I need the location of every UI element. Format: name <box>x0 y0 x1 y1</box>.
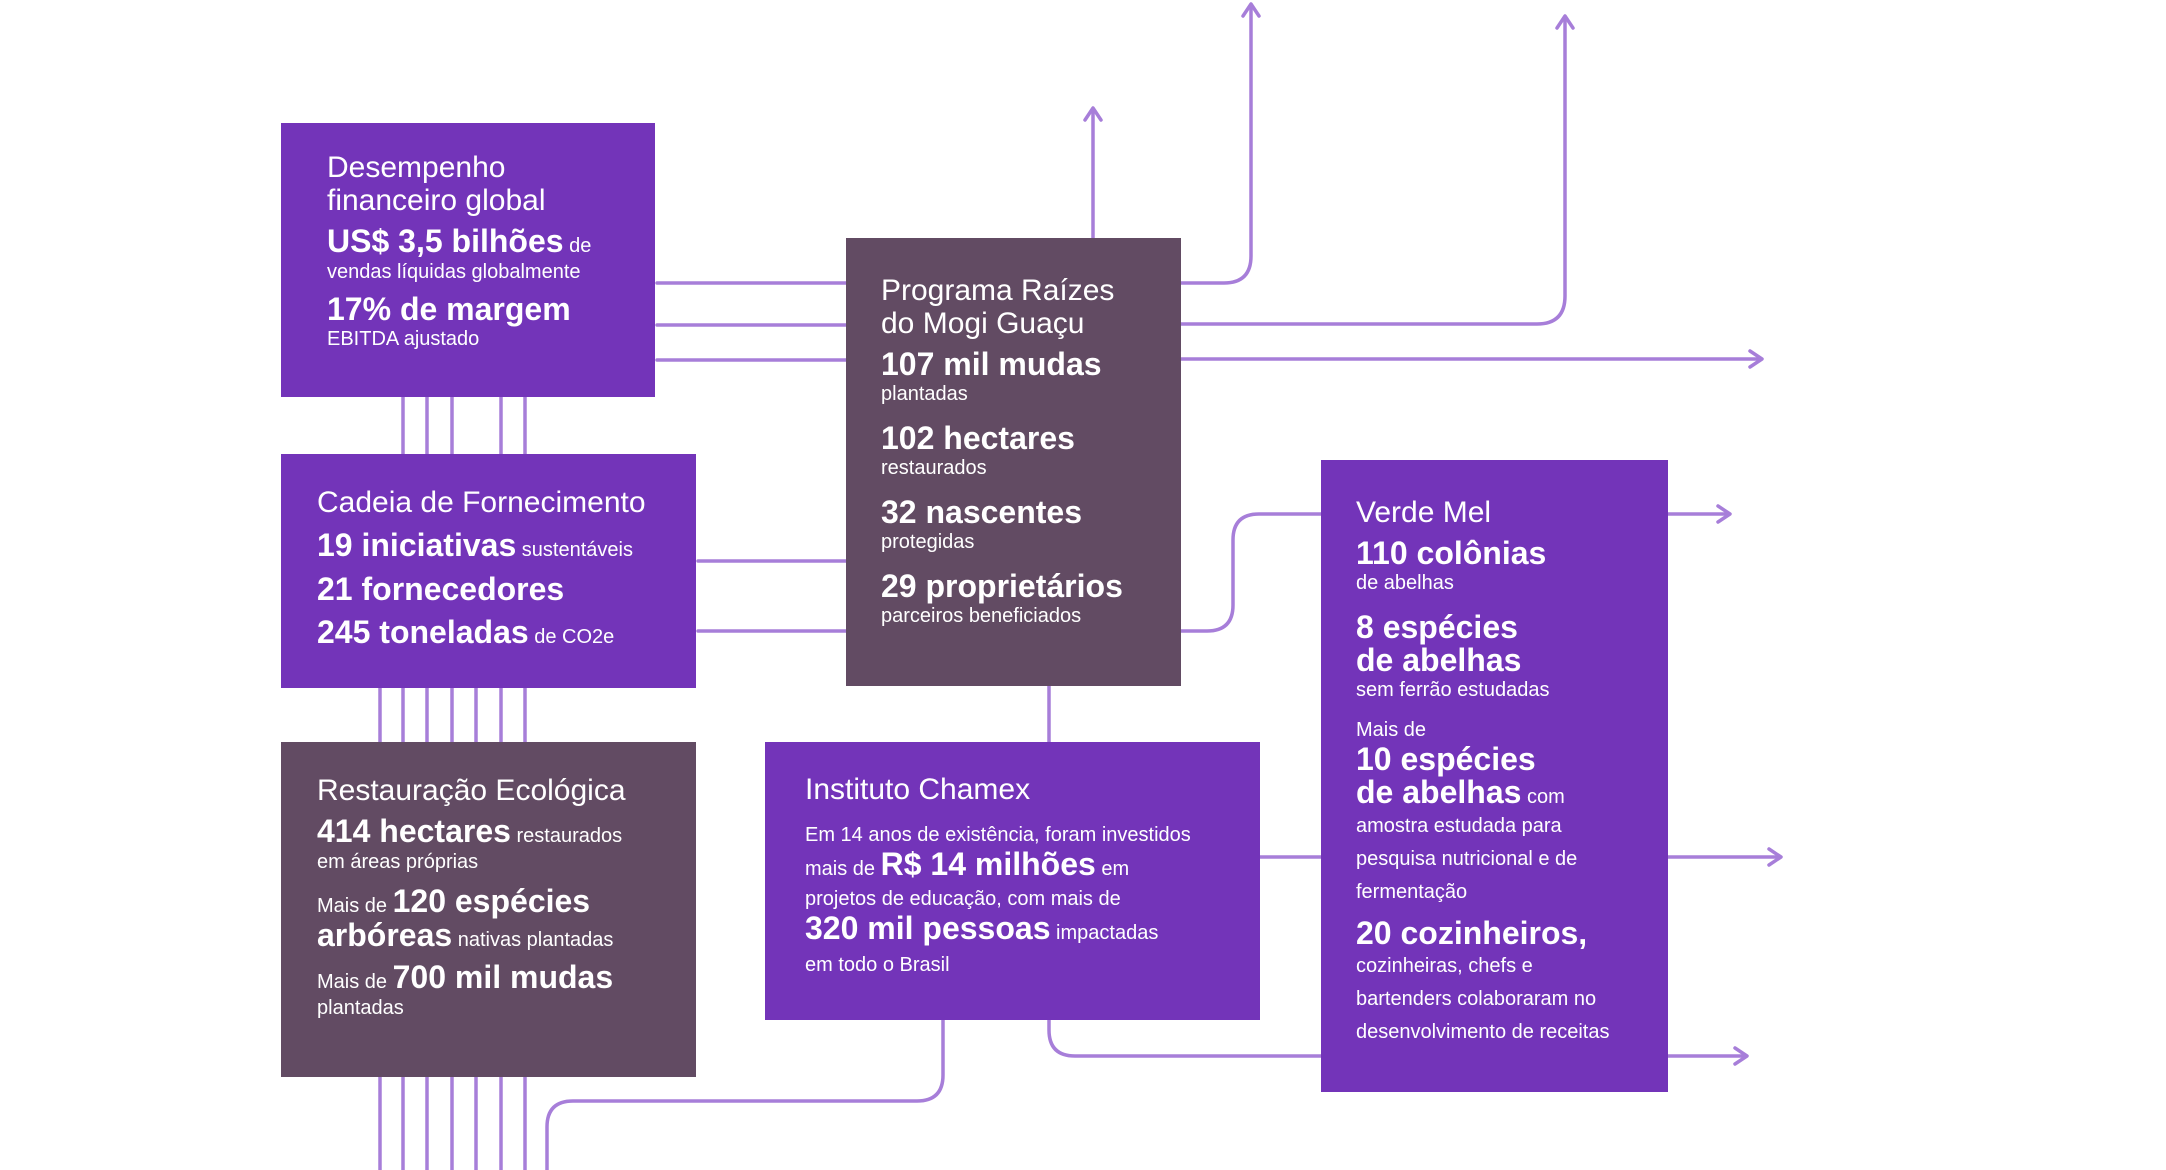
restauracao-hectares-label: em áreas próprias <box>317 851 479 873</box>
restauracao-seedlings-value: 700 mil mudas <box>392 959 614 995</box>
cadeia-title: Cadeia de Fornecimento <box>317 486 646 519</box>
verde-mel-more-prefix: Mais de <box>1356 719 1427 741</box>
restauracao-seedlings-prefix: Mais de <box>317 971 393 993</box>
verde-mel-more-line-2: pesquisa nutricional e de <box>1356 848 1578 870</box>
programa-owners-label: parceiros beneficiados <box>881 605 1082 627</box>
programa-title: Programa Raízes do Mogi Guaçu <box>881 274 1181 340</box>
cadeia-tons-value: 245 toneladas <box>317 614 529 650</box>
desempenho-sales-suffix: de <box>563 235 592 257</box>
verde-mel-more-species-value-2: de abelhas <box>1356 774 1522 810</box>
desempenho-sales-value: US$ 3,5 bilhões <box>327 223 564 259</box>
verde-mel-cooks-line-1: cozinheiras, chefs e <box>1356 955 1533 977</box>
restauracao-species-prefix: Mais de <box>317 895 393 917</box>
programa-seedlings-label: plantadas <box>881 383 968 405</box>
cadeia-card: Cadeia de Fornecimento 19 iniciativas su… <box>281 454 696 688</box>
desempenho-title-line-1: Desempenho <box>327 151 506 184</box>
desempenho-title-line-2: financeiro global <box>327 184 546 217</box>
instituto-line-4-suffix: impactadas <box>1050 922 1159 944</box>
restauracao-species-value-2: arbóreas <box>317 917 453 953</box>
verde-mel-species-value-2: de abelhas <box>1356 642 1522 678</box>
restauracao-seedlings-label: plantadas <box>317 997 404 1019</box>
restauracao-title: Restauração Ecológica <box>317 774 626 807</box>
programa-title-line-2: do Mogi Guaçu <box>881 307 1085 340</box>
instituto-people-value: 320 mil pessoas <box>805 910 1051 946</box>
programa-seedlings-value: 107 mil mudas <box>881 346 1102 382</box>
restauracao-card: Restauração Ecológica 414 hectares resta… <box>281 742 696 1077</box>
desempenho-card: Desempenho financeiro global US$ 3,5 bil… <box>281 123 655 397</box>
verde-mel-colonies-label: de abelhas <box>1356 572 1454 594</box>
programa-title-line-1: Programa Raízes <box>881 274 1115 307</box>
programa-springs-label: protegidas <box>881 531 975 553</box>
programa-card: Programa Raízes do Mogi Guaçu 107 mil mu… <box>846 238 1181 686</box>
restauracao-species-value: 120 espécies <box>392 883 591 919</box>
instituto-investment-value: R$ 14 milhões <box>880 846 1096 882</box>
verde-mel-colonies-value: 110 colônias <box>1356 535 1547 571</box>
programa-springs-value: 32 nascentes <box>881 494 1083 530</box>
verde-mel-more-line-3: fermentação <box>1356 881 1468 903</box>
desempenho-sales-label: vendas líquidas globalmente <box>327 261 581 283</box>
restauracao-hectares-value: 414 hectares <box>317 813 511 849</box>
instituto-line-2-prefix: mais de <box>805 858 881 880</box>
verde-mel-cooks-value: 20 cozinheiros <box>1356 915 1579 951</box>
instituto-title: Instituto Chamex <box>805 773 1031 806</box>
verde-mel-cooks-line-2: bartenders colaboraram no <box>1356 988 1597 1010</box>
restauracao-hectares-suffix: restaurados <box>510 825 623 847</box>
verde-mel-more-species-value: 10 espécies <box>1356 741 1536 777</box>
cadeia-initiatives-suffix: sustentáveis <box>516 539 633 561</box>
verde-mel-species-label: sem ferrão estudadas <box>1356 679 1550 701</box>
programa-hectares-label: restaurados <box>881 457 987 479</box>
programa-hectares-value: 102 hectares <box>881 420 1075 456</box>
desempenho-title: Desempenho financeiro global <box>327 151 655 217</box>
cadeia-suppliers-value: 21 fornecedores <box>317 571 565 607</box>
verde-mel-cooks-line-3: desenvolvimento de receitas <box>1356 1021 1610 1043</box>
verde-mel-more-suffix: com <box>1521 786 1565 808</box>
verde-mel-more-line-1: amostra estudada para <box>1356 815 1562 837</box>
instituto-line-3: projetos de educação, com mais de <box>805 888 1121 910</box>
restauracao-species-suffix: nativas plantadas <box>452 929 614 951</box>
instituto-line-5: em todo o Brasil <box>805 954 950 976</box>
verde-mel-title: Verde Mel <box>1356 496 1492 529</box>
cadeia-tons-suffix: de CO2e <box>528 626 615 648</box>
desempenho-margin-value: 17% de margem <box>327 291 571 327</box>
programa-owners-value: 29 proprietários <box>881 568 1123 604</box>
desempenho-margin-label: EBITDA ajustado <box>327 328 480 350</box>
verde-mel-species-value: 8 espécies <box>1356 609 1518 645</box>
verde-mel-cooks-suffix: , <box>1578 915 1588 951</box>
cadeia-initiatives-value: 19 iniciativas <box>317 527 517 563</box>
instituto-card: Instituto Chamex Em 14 anos de existênci… <box>765 742 1260 1020</box>
instituto-line-2-suffix: em <box>1095 858 1130 880</box>
instituto-line-1: Em 14 anos de existência, foram investid… <box>805 824 1191 846</box>
verde-mel-card: Verde Mel 110 colônias de abelhas 8 espé… <box>1321 460 1668 1092</box>
